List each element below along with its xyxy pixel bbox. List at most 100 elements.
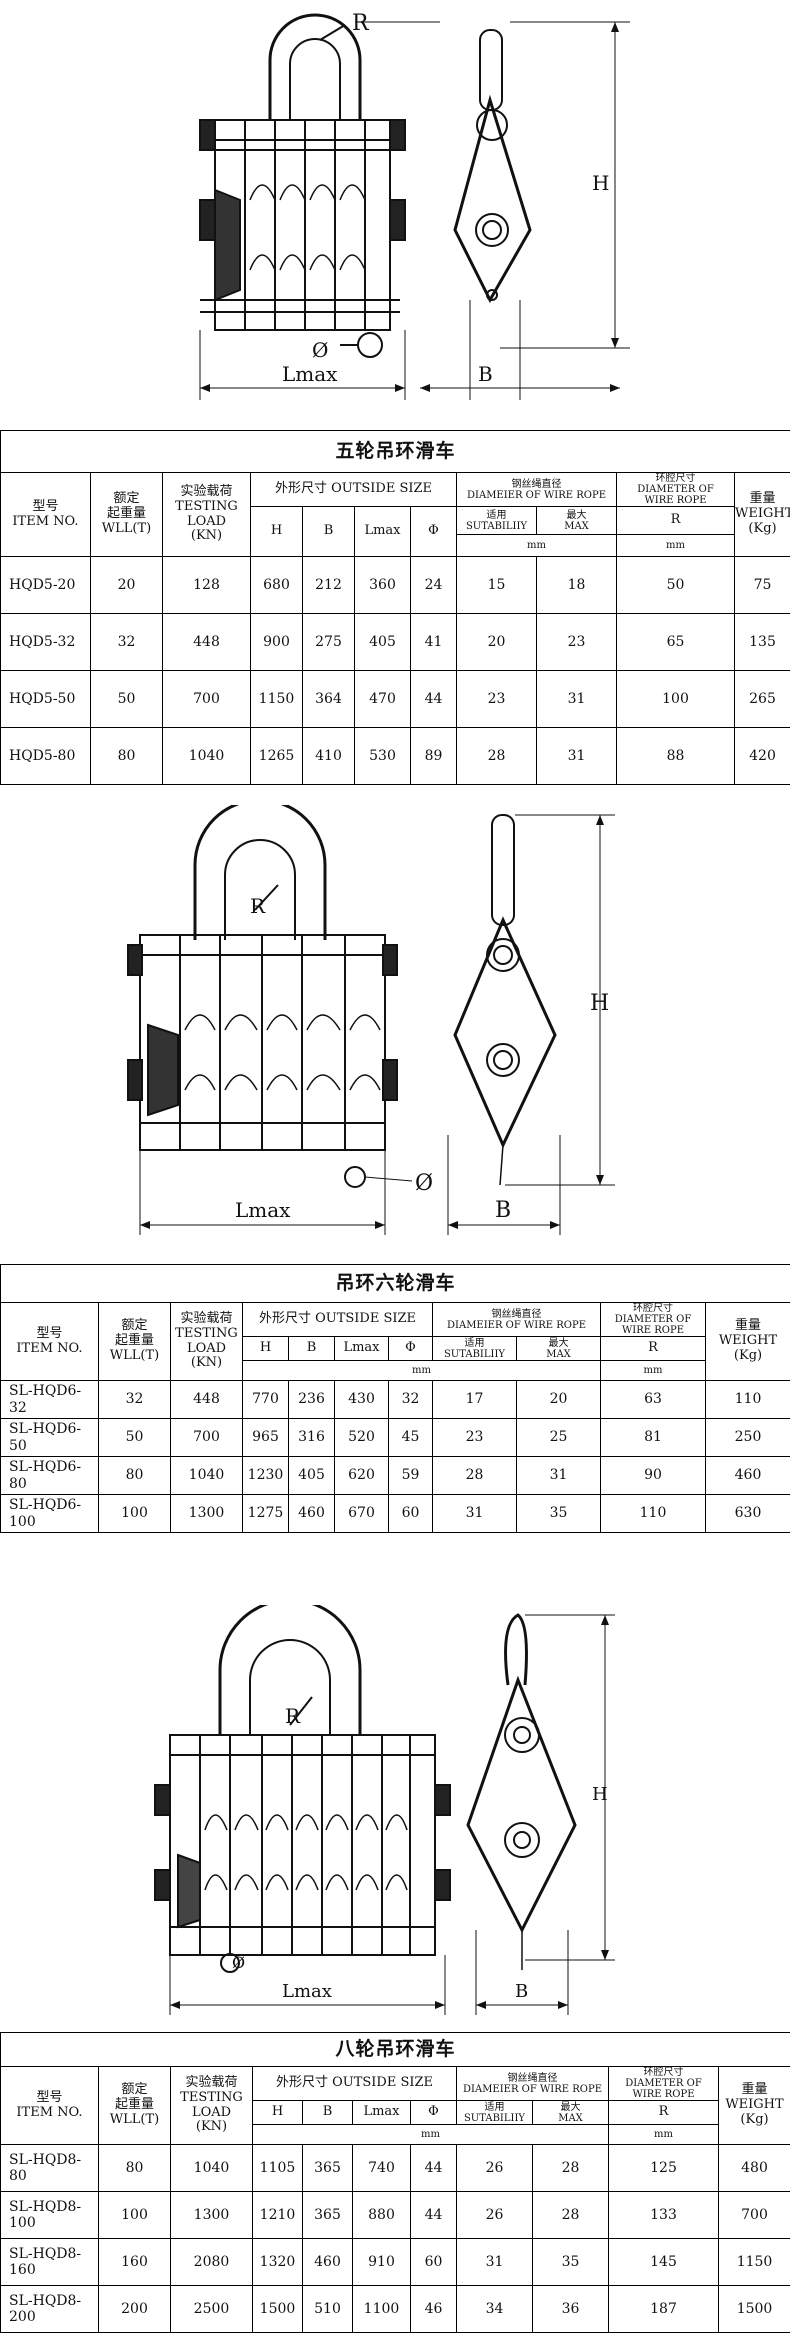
table-title: 吊环六轮滑车 [0,1264,790,1303]
table-cell: 32 [90,613,163,671]
table-cell: 128 [162,556,251,614]
table-cell: 80 [98,1456,171,1495]
table-cell: 160 [98,2238,171,2286]
table-cell: 910 [352,2238,411,2286]
radius-label: R [250,894,266,918]
table-cell: 20 [456,613,537,671]
table-cell: 20 [90,556,163,614]
header-b: B [288,1336,335,1361]
header-unit-mm: mm [242,1360,601,1381]
table-cell: 35 [516,1494,601,1533]
table-cell: 100 [616,670,735,728]
table-cell: SL-HQD6-100 [0,1494,99,1533]
table-cell: 620 [334,1456,389,1495]
table-cell: 28 [532,2191,609,2239]
table-cell: 100 [98,2191,171,2239]
table-cell: 44 [410,2191,457,2239]
radius-label: R [352,11,370,36]
header-unit-mm: mm [252,2124,609,2145]
table-cell: 26 [456,2191,533,2239]
table-cell: 250 [704,1418,790,1457]
header-h: H [242,1336,289,1361]
table-cell: 46 [410,2285,457,2333]
radius-label: R [285,1704,301,1728]
table-cell: 133 [608,2191,719,2239]
table-cell: 900 [250,613,303,671]
header-h: H [252,2100,303,2125]
table-cell: 364 [302,670,355,728]
table-cell: 17 [432,1380,517,1419]
shackle-pin-label: Ø [312,338,328,362]
drawing-six-sheave: R Ø Lmax B H [0,805,790,1260]
lmax-label: Lmax [282,362,338,386]
table-cell: 31 [432,1494,517,1533]
table-cell: 25 [516,1418,601,1457]
table-cell: 680 [250,556,303,614]
h-label: H [592,1784,608,1805]
table-cell: 880 [352,2191,411,2239]
table-cell: 100 [98,1494,171,1533]
table-cell: 405 [288,1456,335,1495]
table-cell: 32 [98,1380,171,1419]
table-cell: 360 [354,556,411,614]
table-cell: 125 [608,2144,719,2192]
header-b: B [302,506,355,557]
table-cell: 31 [536,727,617,785]
table-cell: 145 [608,2238,719,2286]
table-cell: 200 [98,2285,171,2333]
table-cell: 63 [600,1380,706,1419]
table-cell: 31 [516,1456,601,1495]
b-label: B [515,1981,528,2002]
table-cell: 700 [170,1418,243,1457]
table-cell: 1150 [717,2238,790,2286]
table-cell: 135 [733,613,790,671]
table-title: 五轮吊环滑车 [0,430,790,473]
table-cell: 31 [456,2238,533,2286]
table-cell: 26 [456,2144,533,2192]
table-cell: 110 [600,1494,706,1533]
table-cell: 36 [532,2285,609,2333]
table-cell: 670 [334,1494,389,1533]
table-cell: 1040 [170,1456,243,1495]
header-unit-mm: mm [616,534,735,557]
table-cell: 90 [600,1456,706,1495]
header-unit-mm: mm [608,2124,719,2145]
table-cell: 41 [410,613,457,671]
table-cell: 1105 [252,2144,303,2192]
table-cell: 32 [388,1380,433,1419]
header-outside-size: 外形尺寸 OUTSIDE SIZE [252,2066,457,2101]
table-cell: 23 [456,670,537,728]
table-cell: 80 [98,2144,171,2192]
header-r: R [616,506,735,535]
header-r: R [600,1336,706,1361]
table-cell: 1265 [250,727,303,785]
table-cell: 1040 [162,727,251,785]
table-cell: 81 [600,1418,706,1457]
table-cell: SL-HQD8-160 [0,2238,99,2286]
table-cell: SL-HQD8-80 [0,2144,99,2192]
table-cell: 1300 [170,1494,243,1533]
header-lmax: Lmax [354,506,411,557]
header-lmax: Lmax [334,1336,389,1361]
header-r: R [608,2100,719,2125]
table-cell: 50 [616,556,735,614]
